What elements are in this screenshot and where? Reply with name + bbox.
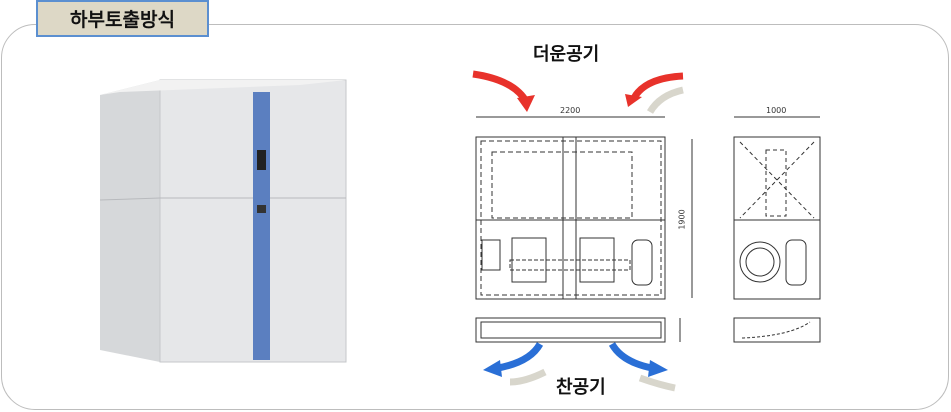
- blue-stripe: [253, 92, 270, 360]
- airflow-shadow-arrow: [638, 374, 676, 392]
- cold-air-label: 찬공기: [556, 377, 606, 398]
- unit-top-face: [100, 80, 346, 95]
- hot-arrow-right-shaft: [630, 72, 684, 100]
- hot-arrow-left-icon: [517, 95, 535, 112]
- cold-arrow-right-icon: [648, 360, 668, 377]
- cold-arrow-left-shaft: [497, 342, 544, 372]
- airflow-shadow-arrow: [646, 86, 684, 114]
- airflow-shadow-arrow: [509, 368, 547, 386]
- height-dimension: 1900: [677, 209, 687, 230]
- side-view-drawing: [733, 116, 821, 343]
- hot-air-arrows: [472, 70, 684, 114]
- unit-side-face: [100, 80, 160, 362]
- unit-photo: [99, 79, 347, 363]
- side-width-dimension: 1000: [766, 106, 787, 115]
- control-switch: [257, 205, 266, 213]
- section-title: 하부토출방식: [36, 0, 209, 37]
- panel-seam: [99, 197, 161, 201]
- control-display: [257, 150, 266, 170]
- front-view-drawing: [475, 116, 693, 343]
- hot-arrow-right-icon: [625, 94, 642, 107]
- front-width-dimension: 2200: [560, 106, 581, 115]
- hot-air-label: 더운공기: [533, 44, 600, 65]
- cold-arrow-left-icon: [483, 360, 502, 377]
- cold-arrow-right-shaft: [608, 342, 653, 372]
- cold-air-arrows: [483, 342, 676, 392]
